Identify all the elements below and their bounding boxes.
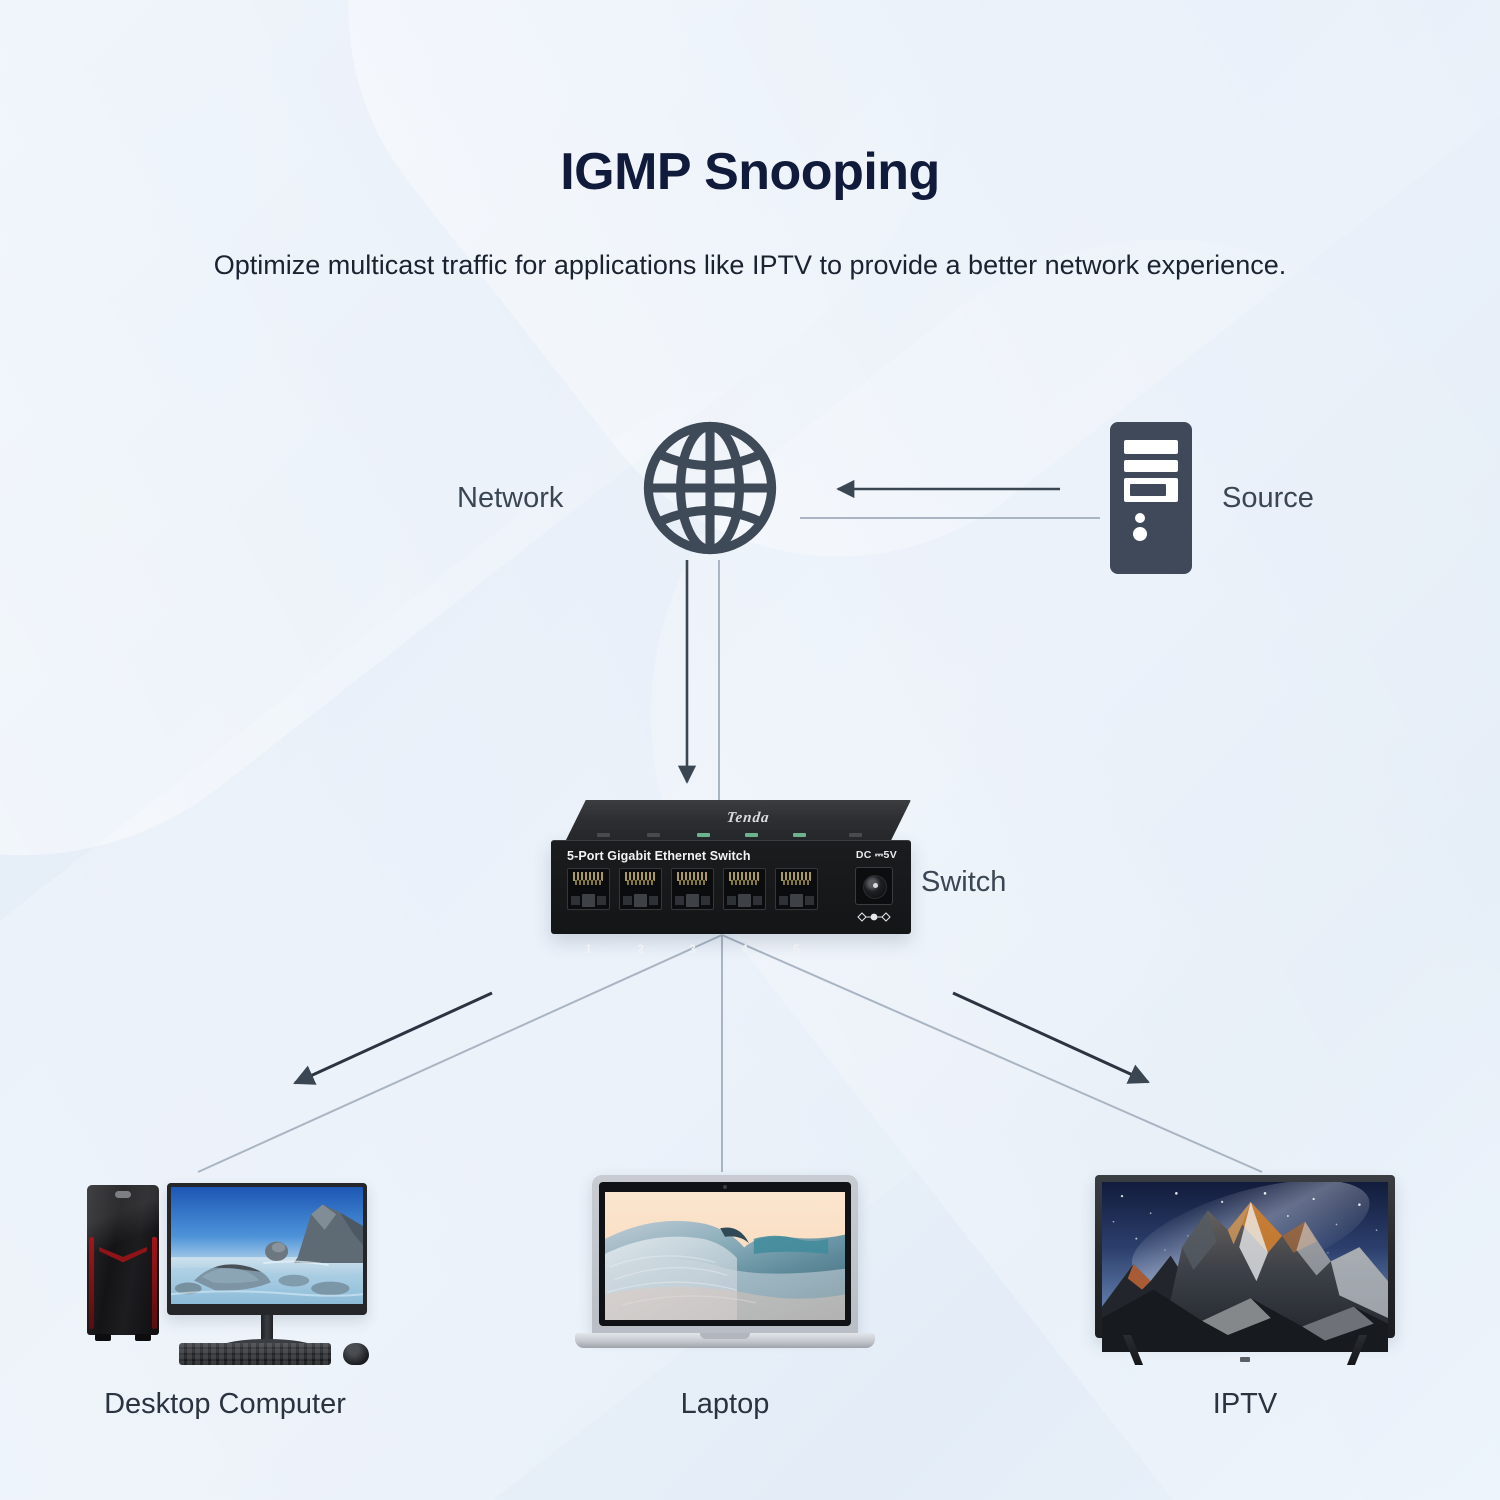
source-label: Source bbox=[1222, 482, 1314, 514]
mouse-icon bbox=[343, 1343, 369, 1365]
rj45-notch bbox=[738, 894, 751, 907]
laptop-bezel bbox=[599, 1182, 851, 1326]
switch-port-number: 4 bbox=[741, 942, 748, 956]
switch-led bbox=[647, 833, 660, 837]
switch-power-label: DC ⎓5V bbox=[855, 849, 897, 861]
rj45-wing bbox=[675, 896, 684, 905]
switch-port-number: 2 bbox=[637, 942, 644, 956]
tower-accent-stripe bbox=[89, 1237, 94, 1329]
switch-led bbox=[745, 833, 758, 837]
link-switch-iptv-light bbox=[721, 934, 1263, 1173]
switch-port-number: 3 bbox=[689, 942, 696, 956]
switch-led bbox=[793, 833, 806, 837]
wallpaper-coastal-seascape bbox=[171, 1187, 363, 1304]
monitor-icon bbox=[167, 1183, 367, 1355]
source-node[interactable] bbox=[1110, 422, 1192, 574]
switch-port[interactable] bbox=[619, 868, 662, 910]
power-button bbox=[115, 1191, 131, 1198]
rj45-wing bbox=[753, 896, 762, 905]
rj45-pins bbox=[627, 880, 654, 885]
tv-brand-logo bbox=[1240, 1357, 1250, 1362]
polarity-symbol-icon bbox=[857, 912, 891, 922]
switch-led bbox=[597, 833, 610, 837]
rj45-wing bbox=[649, 896, 658, 905]
desktop-computer-label: Desktop Computer bbox=[104, 1388, 346, 1420]
monitor-stand-neck bbox=[261, 1315, 273, 1341]
rj45-pins bbox=[729, 872, 760, 881]
iptv-node[interactable] bbox=[1095, 1175, 1395, 1365]
link-switch-desktop-light bbox=[197, 934, 723, 1173]
rj45-notch bbox=[582, 894, 595, 907]
rj45-wing bbox=[571, 896, 580, 905]
switch-port-number: 1 bbox=[585, 942, 592, 956]
rj45-pins bbox=[783, 880, 810, 885]
rj45-wing bbox=[623, 896, 632, 905]
network-node[interactable] bbox=[640, 418, 780, 558]
rj45-wing bbox=[597, 896, 606, 905]
rj45-notch bbox=[686, 894, 699, 907]
rj45-wing bbox=[805, 896, 814, 905]
wallpaper-starry-mountain bbox=[1102, 1182, 1388, 1352]
globe-icon bbox=[643, 421, 777, 555]
rj45-wing bbox=[779, 896, 788, 905]
laptop-notch bbox=[700, 1333, 750, 1339]
switch-port[interactable] bbox=[671, 868, 714, 910]
page-subtitle: Optimize multicast traffic for applicati… bbox=[213, 250, 1287, 280]
rj45-pins bbox=[677, 872, 708, 881]
switch-port-row: 1 2 3 4 5 bbox=[567, 868, 818, 956]
desktop-computer-node[interactable] bbox=[75, 1175, 375, 1365]
laptop-label: Laptop bbox=[680, 1388, 770, 1420]
switch-label: Switch bbox=[921, 866, 1007, 898]
rj45-wing bbox=[727, 896, 736, 905]
tower-foot bbox=[135, 1334, 151, 1341]
wallpaper-ocean-wave bbox=[605, 1192, 845, 1320]
page-title: IGMP Snooping bbox=[560, 143, 940, 201]
rj45-pins bbox=[573, 872, 604, 881]
switch-led bbox=[697, 833, 710, 837]
pc-tower-icon bbox=[87, 1185, 159, 1341]
link-switch-desktop bbox=[293, 991, 493, 1085]
rj45-wing bbox=[701, 896, 710, 905]
switch-port-number: 5 bbox=[793, 942, 800, 956]
rj45-notch bbox=[790, 894, 803, 907]
switch-model-text: 5-Port Gigabit Ethernet Switch bbox=[567, 849, 751, 863]
dc-power-jack[interactable] bbox=[855, 867, 893, 905]
server-tower-icon bbox=[1110, 422, 1192, 574]
switch-led-strip bbox=[597, 833, 867, 839]
tower-accent-stripe bbox=[152, 1237, 157, 1329]
laptop-screen bbox=[605, 1192, 845, 1320]
switch-port[interactable] bbox=[723, 868, 766, 910]
tv-screen bbox=[1102, 1182, 1388, 1352]
rj45-pins bbox=[575, 880, 602, 885]
switch-port[interactable] bbox=[567, 868, 610, 910]
switch-led bbox=[849, 833, 862, 837]
rj45-pins bbox=[731, 880, 758, 885]
webcam-icon bbox=[723, 1185, 727, 1189]
rj45-pins bbox=[679, 880, 706, 885]
link-switch-iptv bbox=[952, 991, 1150, 1084]
switch-brand-logo: Tenda bbox=[725, 810, 771, 826]
switch-port[interactable] bbox=[775, 868, 818, 910]
laptop-base bbox=[575, 1333, 875, 1348]
rj45-pins bbox=[781, 872, 812, 881]
rj45-notch bbox=[634, 894, 647, 907]
tower-foot bbox=[95, 1334, 111, 1341]
keyboard-icon bbox=[179, 1343, 331, 1365]
switch-node[interactable]: Tenda 5-Port Gigabit Ethernet Switch DC … bbox=[551, 800, 911, 956]
iptv-label: IPTV bbox=[1212, 1388, 1278, 1420]
monitor-screen bbox=[171, 1187, 363, 1304]
rj45-pins bbox=[625, 872, 656, 881]
laptop-node[interactable] bbox=[575, 1175, 875, 1360]
laptop-lid bbox=[592, 1175, 858, 1335]
switch-front-panel: 5-Port Gigabit Ethernet Switch DC ⎓5V bbox=[551, 840, 911, 956]
network-label: Network bbox=[457, 482, 564, 514]
dc-center-pin bbox=[873, 883, 878, 888]
